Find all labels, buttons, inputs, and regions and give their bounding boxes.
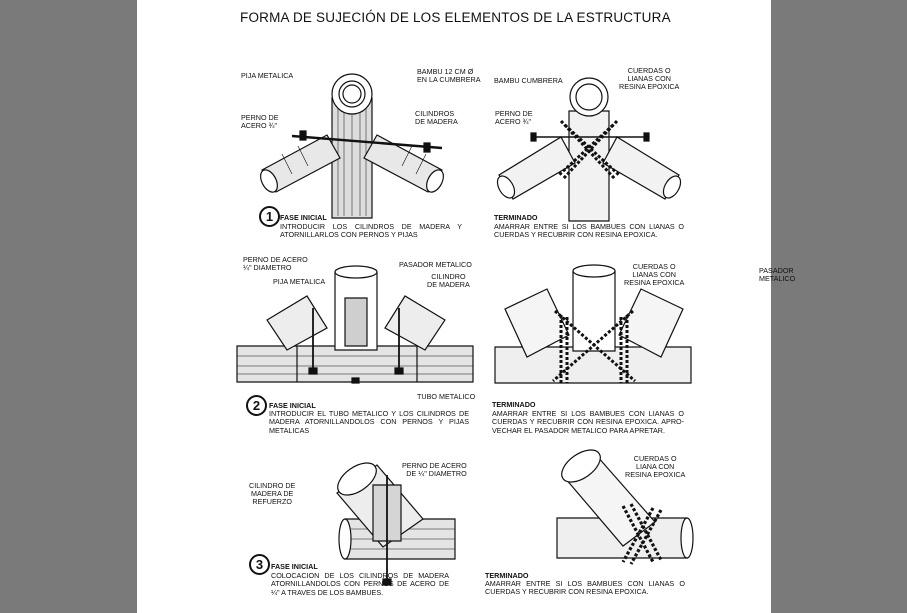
label-metal-pin: PASADOR METALICO [759, 266, 796, 283]
label-steel-bolt: PERNO DE ACERO ¾" [495, 109, 533, 126]
label-steel-bolt: PERNO DE ACERO ¼" DIAMETRO [243, 255, 308, 272]
step-number-badge: 2 [246, 395, 267, 416]
label-steel-bolt: PERNO DE ACERO ¾" [241, 113, 279, 130]
ridge-joint-finished-drawing [499, 75, 689, 225]
step-caption: AMARRAR ENTRE SI LOS BAMBUES CON LIANAS … [494, 222, 684, 240]
label-ropes-resin: CUERDAS O LIANA CON RESINA EPOXICA [625, 454, 686, 479]
brace-joint-initial-drawing [337, 455, 467, 595]
phase-heading: FASE INICIAL [280, 213, 327, 222]
label-reinforcement-cylinder: CILINDRO DE MADERA DE REFUERZO [249, 481, 296, 506]
phase-heading: TERMINADO [492, 400, 536, 409]
step-caption: AMARRAR ENTRE SI LOS BAMBUES CON LIANAS … [485, 579, 685, 597]
ridge-joint-initial-drawing [262, 70, 462, 225]
page-title: FORMA DE SUJECIÓN DE LOS ELEMENTOS DE LA… [240, 10, 671, 25]
label-ridge-bamboo: BAMBU CUMBRERA [494, 76, 563, 85]
brace-joint-finished-drawing [557, 450, 707, 575]
step-number-badge: 1 [259, 206, 280, 227]
label-metal-screw: PIJA METALICA [241, 71, 294, 80]
step-caption: INTRODUCIR LOS CILINDROS DE MADERA Y ATO… [280, 222, 462, 240]
phase-heading: FASE INICIAL [269, 401, 316, 410]
label-ropes-resin: CUERDAS O LIANAS CON RESINA EPOXICA [619, 66, 680, 91]
label-ridge-bamboo: BAMBU 12 CM Ø EN LA CUMBRERA [417, 67, 481, 84]
label-metal-screw: PIJA METALICA [273, 277, 326, 286]
label-metal-pin: PASADOR METALICO [399, 260, 472, 269]
phase-heading: TERMINADO [494, 213, 538, 222]
document-page: FORMA DE SUJECIÓN DE LOS ELEMENTOS DE LA… [137, 0, 795, 613]
step-number-badge: 3 [249, 554, 270, 575]
label-metal-tube: TUBO METALICO [417, 392, 476, 401]
label-wood-cylinder: CILINDRO DE MADERA [427, 272, 470, 289]
tube-joint-finished-drawing [495, 265, 695, 390]
step-caption: INTRODUCIR EL TUBO METALICO Y LOS CILIND… [269, 409, 469, 435]
tube-joint-initial-drawing [237, 262, 477, 392]
label-steel-bolt: PERNO DE ACERO DE ¼" DIAMETRO [402, 461, 467, 478]
phase-heading: FASE INICIAL [271, 562, 318, 571]
step-caption: COLOCACION DE LOS CILINDROS DE MADERA AT… [271, 571, 449, 597]
label-wood-cylinders: CILINDROS DE MADERA [415, 109, 458, 126]
phase-heading: TERMINADO [485, 571, 529, 580]
label-ropes-resin: CUERDAS O LIANAS CON RESINA EPOXICA [624, 262, 685, 287]
step-caption: AMARRAR ENTRE SI LOS BAMBUES CON LIANAS … [492, 409, 684, 435]
